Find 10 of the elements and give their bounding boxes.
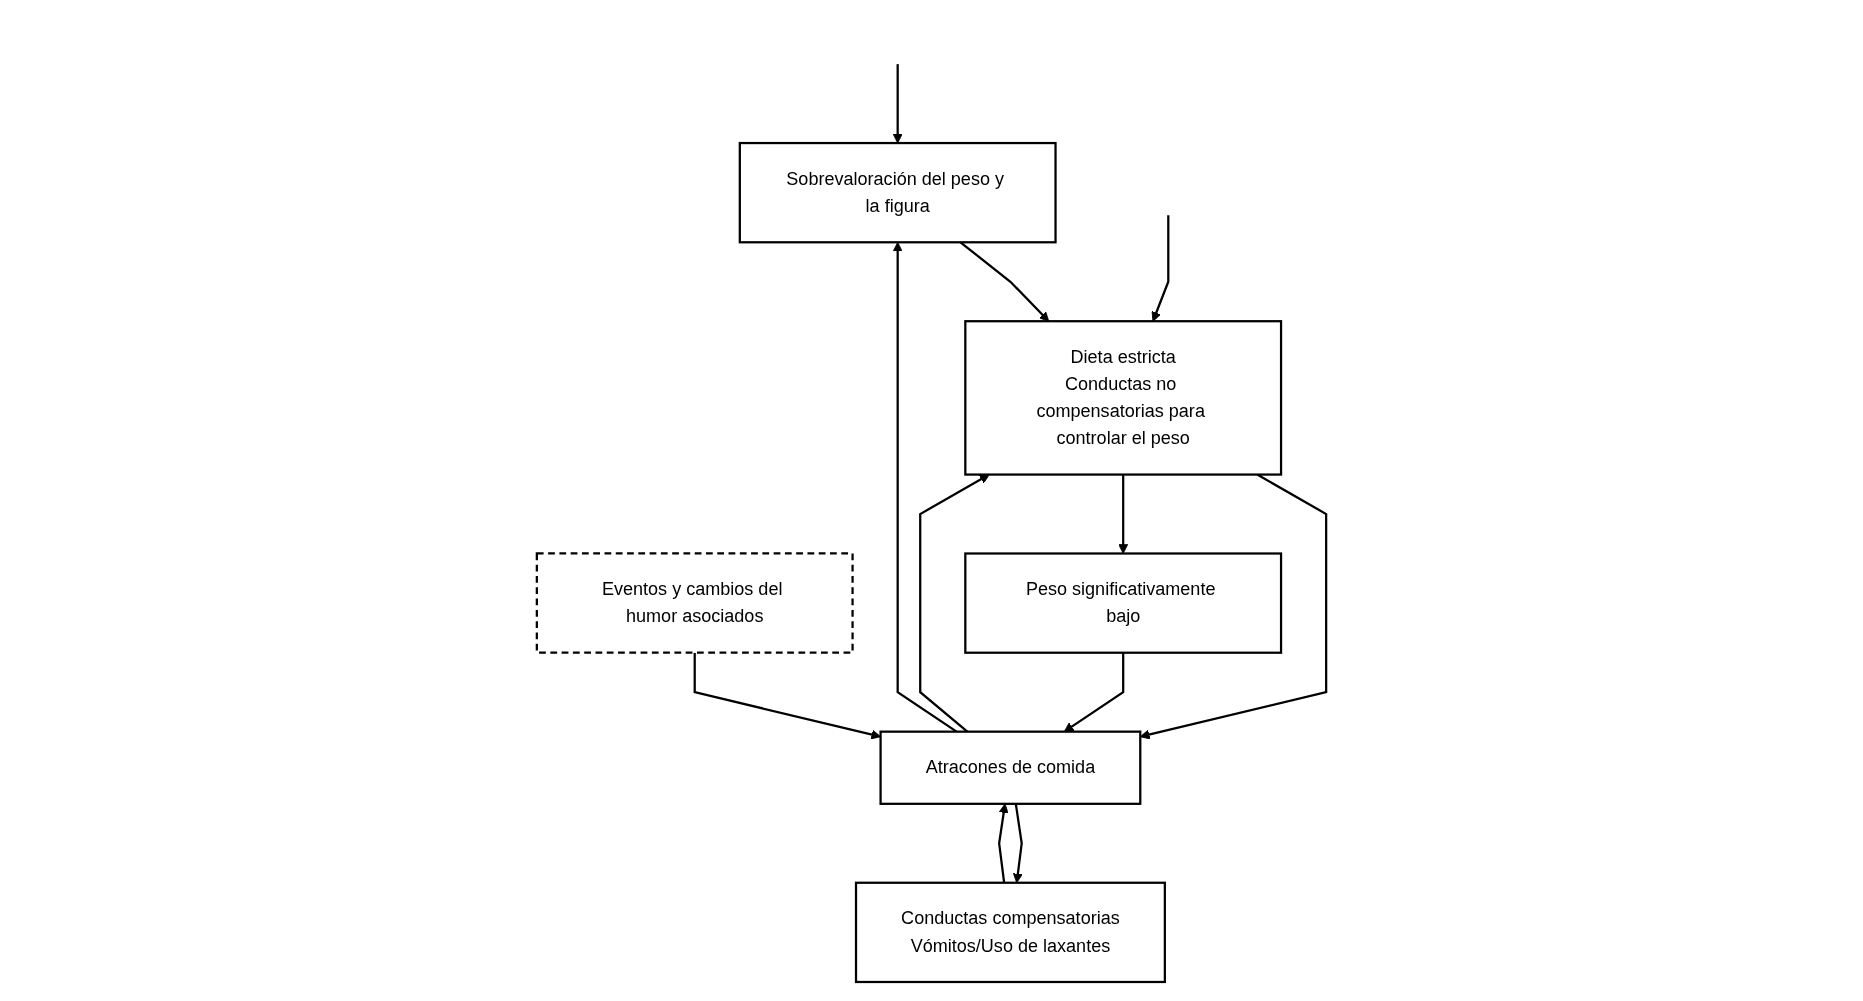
- arrow: [1118, 474, 1129, 554]
- arrow: [1151, 215, 1170, 322]
- arrow: [892, 64, 903, 144]
- node-box: Conductas compensatorias Vómitos/Uso de laxantes: [854, 881, 1166, 984]
- node-box: Eventos y cambios del humor asociados: [535, 552, 854, 654]
- node-box: Sobrevaloración del peso y la figura: [738, 141, 1057, 244]
- node-box: Dieta estricta Conductas no compensatorias para controlar el peso: [964, 320, 1283, 476]
- arrow: [998, 803, 1009, 883]
- node-box: Peso significativamente bajo: [964, 552, 1283, 654]
- node-box: Atracones de comida: [879, 730, 1142, 805]
